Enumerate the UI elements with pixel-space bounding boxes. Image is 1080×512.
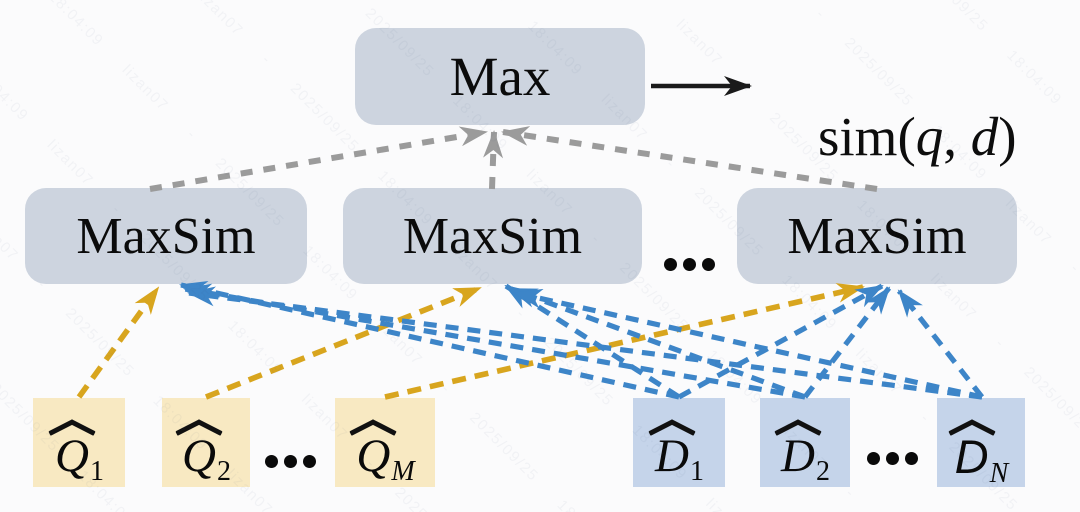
hat-accent (350, 418, 396, 434)
query-token-subscript-1: 1 (89, 456, 104, 487)
edge-blue-d2-ms1 (183, 283, 806, 400)
query-token-letter-1: Q (55, 430, 89, 482)
maxsim-box-3: MaxSim (737, 188, 1017, 284)
edge-blue-d1-ms3 (677, 283, 884, 400)
edge-gold-q1-ms1 (76, 286, 161, 399)
doc-token-box-N: DN (937, 398, 1025, 489)
query-token-ellipsis (265, 455, 316, 468)
hat-accent (649, 418, 695, 434)
edge-blue-d2-ms2 (509, 286, 806, 400)
edge-gray-ms1-max (149, 126, 488, 192)
maxsim-label-2: MaxSim (402, 207, 583, 265)
doc-token-letter-2: D (781, 430, 815, 482)
query-token-box-1: Q1 (33, 398, 125, 487)
edge-gray-ms2-max (483, 130, 504, 190)
doc-token-subscript-2: 2 (815, 456, 830, 487)
doc-token-letter-N: D (954, 430, 989, 483)
doc-token-letter-1: D (655, 430, 689, 482)
query-token-subscript-2: 2 (216, 456, 231, 487)
query-token-subscript-M: M (391, 456, 415, 487)
maxsim-row-ellipsis (664, 258, 715, 271)
edge-blue-dn-ms2 (514, 288, 983, 400)
query-token-box-2: Q2 (162, 398, 250, 487)
maxsim-label-3: MaxSim (787, 207, 967, 265)
maxsim-box-1: MaxSim (25, 188, 307, 284)
hat-accent (49, 418, 95, 434)
output-part-q: q (915, 106, 944, 167)
maxsim-label-1: MaxSim (76, 207, 256, 265)
query-token-letter-M: Q (356, 430, 391, 482)
doc-token-box-2: D2 (760, 398, 850, 487)
hat-accent (949, 418, 995, 434)
hat-accent (176, 418, 222, 434)
query-token-letter-2: Q (182, 430, 216, 482)
max-label: Max (449, 46, 551, 107)
edge-blue-dn-ms3 (896, 289, 985, 399)
edge-blue-d1-ms2 (504, 283, 681, 400)
hat-accent (775, 418, 821, 434)
doc-token-subscript-1: 1 (689, 456, 704, 487)
output-part-d: d (970, 106, 999, 167)
edge-gold-q2-ms2 (204, 285, 482, 400)
output-part: ) (998, 106, 1017, 167)
max-box: Max (355, 28, 645, 125)
query-token-box-M: QM (335, 398, 435, 487)
doc-token-box-1: D1 (633, 398, 725, 487)
edge-gold-qm-ms3 (384, 283, 865, 400)
edge-blue-d2-ms3 (802, 286, 892, 399)
output-part: sim( (818, 106, 916, 167)
doc-token-subscript-N: N (989, 458, 1009, 489)
output-part: , (943, 106, 971, 167)
doc-token-ellipsis (867, 452, 918, 465)
edge-blue-dn-ms1 (187, 286, 983, 400)
edge-blue-d1-ms1 (179, 280, 680, 400)
maxsim-box-2: MaxSim (343, 188, 642, 284)
